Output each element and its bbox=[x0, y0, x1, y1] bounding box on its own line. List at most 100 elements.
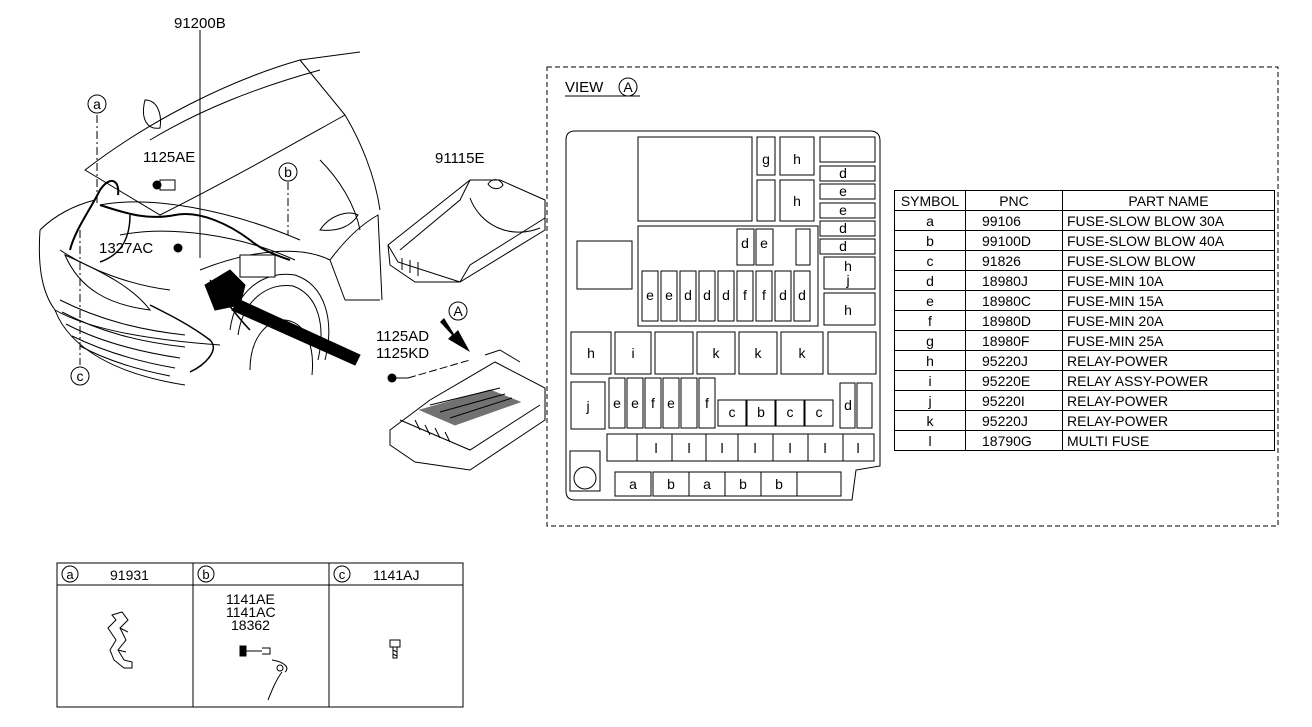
symbol-cell: c bbox=[894, 250, 966, 271]
symbol-cell: e bbox=[894, 290, 966, 311]
marker-a-top: a bbox=[93, 96, 101, 112]
header-symbol: SYMBOL bbox=[894, 190, 966, 211]
symbol-cell: f bbox=[894, 310, 966, 331]
pnc-cell: 18790G bbox=[965, 430, 1063, 451]
multi-fuse-l-7: l bbox=[856, 440, 859, 456]
header-part-name: PART NAME bbox=[1062, 190, 1275, 211]
fuse-d-8: d bbox=[779, 287, 787, 303]
callout-1125KD: 1125KD bbox=[376, 345, 429, 362]
pnc-cell: 18980J bbox=[965, 270, 1063, 291]
multi-fuse-l-4: l bbox=[753, 440, 756, 456]
pnc-cell: 91826 bbox=[965, 250, 1063, 271]
fuse-d-4: d bbox=[741, 235, 749, 251]
pnc-cell: 95220E bbox=[965, 370, 1063, 391]
fuse-box-layout bbox=[565, 130, 881, 501]
part-name-cell: RELAY-POWER bbox=[1062, 390, 1275, 411]
relay-k-2: k bbox=[755, 345, 763, 361]
multi-fuse-l-2: l bbox=[687, 440, 690, 456]
car-front-drawing bbox=[38, 30, 383, 386]
relay-i: i bbox=[631, 345, 634, 361]
pnc-cell: 18980C bbox=[965, 290, 1063, 311]
part-name-cell: RELAY-POWER bbox=[1062, 410, 1275, 431]
part-name-cell: FUSE-SLOW BLOW bbox=[1062, 250, 1275, 271]
callout-1327AC: 1327AC bbox=[99, 240, 153, 257]
fuse-f-4: f bbox=[705, 395, 709, 411]
fuse-c-3: c bbox=[816, 404, 823, 420]
relay-h-5: h bbox=[587, 345, 595, 361]
multi-fuse-l-3: l bbox=[720, 440, 723, 456]
pnc-cell: 95220J bbox=[965, 410, 1063, 431]
part-name-cell: RELAY ASSY-POWER bbox=[1062, 370, 1275, 391]
pnc-cell: 99106 bbox=[965, 210, 1063, 231]
fuse-b-2: b bbox=[667, 476, 675, 492]
symbol-cell: d bbox=[894, 270, 966, 291]
marker-A-arrow: A bbox=[453, 303, 463, 319]
fuse-e-8: e bbox=[667, 395, 675, 411]
part-name-cell: FUSE-MIN 15A bbox=[1062, 290, 1275, 311]
callout-1125AE: 1125AE bbox=[143, 149, 195, 166]
fuse-d-9: d bbox=[798, 287, 806, 303]
legend-pnc-1141AC: 1141AC bbox=[226, 604, 276, 620]
fuse-box-cover bbox=[387, 179, 546, 283]
fuse-b-1: b bbox=[757, 404, 765, 420]
part-name-cell: FUSE-MIN 20A bbox=[1062, 310, 1275, 331]
fuse-b-4: b bbox=[775, 476, 783, 492]
fuse-e-6: e bbox=[613, 395, 621, 411]
fuse-d-3: d bbox=[839, 238, 847, 254]
arrow-down-icon bbox=[440, 318, 470, 352]
legend-pnc-1141AJ: 1141AJ bbox=[373, 567, 419, 583]
multi-fuse-l-6: l bbox=[823, 440, 826, 456]
screw-part-icon bbox=[389, 639, 401, 659]
view-a-frame bbox=[546, 66, 1279, 527]
callout-markers: a b c bbox=[70, 94, 298, 386]
symbol-cell: g bbox=[894, 330, 966, 351]
legend-marker-b: b bbox=[202, 567, 209, 582]
fuse-e-1: e bbox=[839, 183, 847, 199]
legend-table bbox=[56, 562, 464, 708]
legend-pnc-91931: 91931 bbox=[110, 567, 149, 583]
fuse-f-3: f bbox=[651, 395, 655, 411]
clip-part-icon bbox=[107, 611, 133, 669]
symbol-cell: a bbox=[894, 210, 966, 231]
symbol-cell: b bbox=[894, 230, 966, 251]
pnc-cell: 18980D bbox=[965, 310, 1063, 331]
fuse-d-2: d bbox=[839, 220, 847, 236]
fuse-d-5: d bbox=[684, 287, 692, 303]
part-name-cell: FUSE-MIN 10A bbox=[1062, 270, 1275, 291]
fuse-e-4: e bbox=[646, 287, 654, 303]
pnc-cell: 99100D bbox=[965, 230, 1063, 251]
multi-fuse-l-5: l bbox=[788, 440, 791, 456]
view-marker: A bbox=[623, 79, 633, 95]
fuse-b-3: b bbox=[739, 476, 747, 492]
relay-h-1: h bbox=[793, 151, 801, 167]
relay-h-4: h bbox=[844, 302, 852, 318]
part-name-cell: FUSE-SLOW BLOW 40A bbox=[1062, 230, 1275, 251]
part-name-cell: FUSE-SLOW BLOW 30A bbox=[1062, 210, 1275, 231]
part-name-cell: MULTI FUSE bbox=[1062, 430, 1275, 451]
marker-c-bottom: c bbox=[77, 368, 84, 384]
callout-91200B: 91200B bbox=[174, 15, 226, 32]
parts-table-header: SYMBOL PNC PART NAME bbox=[894, 190, 1275, 211]
legend-pnc-1141AE: 1141AE bbox=[226, 591, 275, 607]
fuse-f-1: f bbox=[743, 287, 747, 303]
fuse-a-1: a bbox=[629, 476, 637, 492]
relay-h-2: h bbox=[793, 193, 801, 209]
relay-h-3: h bbox=[844, 258, 852, 274]
bolt-and-wire-icon bbox=[239, 645, 288, 701]
fuse-d-7: d bbox=[722, 287, 730, 303]
pnc-cell: 18980F bbox=[965, 330, 1063, 351]
fuse-g: g bbox=[762, 151, 770, 167]
relay-k-1: k bbox=[713, 345, 721, 361]
fuse-box-symbols: g h h d e e d d h j h d e e e d d d f f … bbox=[585, 151, 859, 492]
